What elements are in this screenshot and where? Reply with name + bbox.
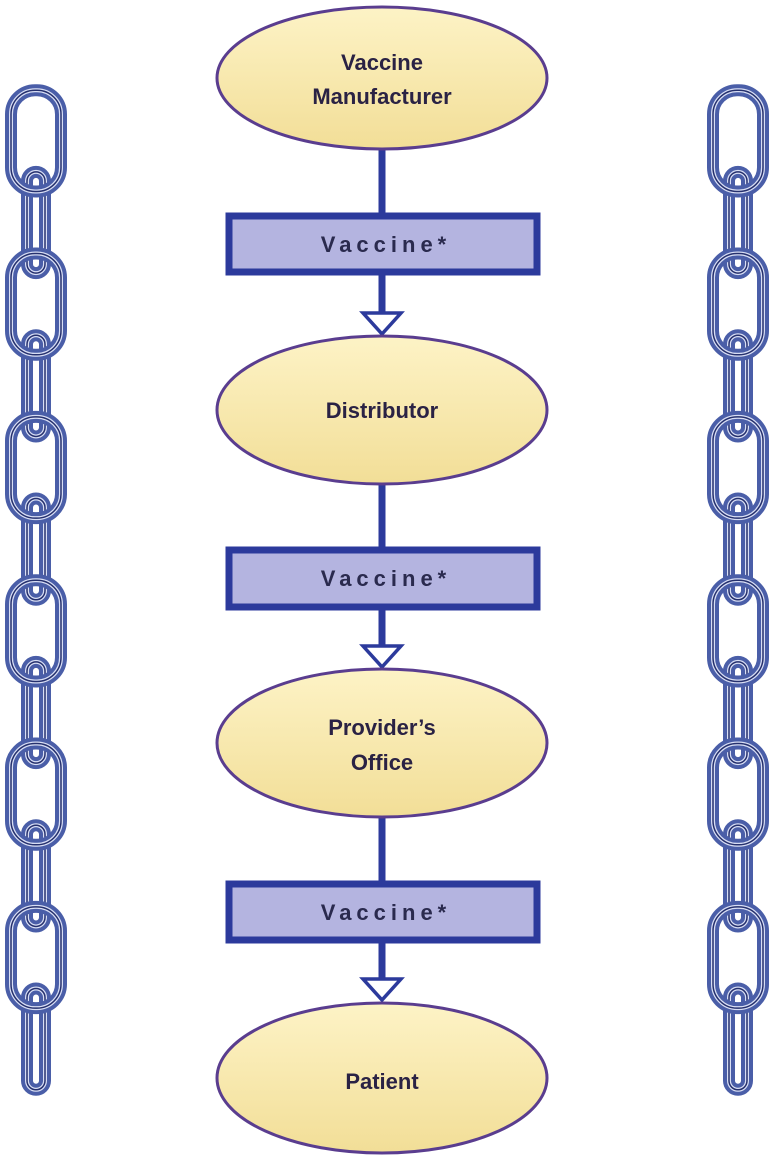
chain-link [723,982,753,1096]
transfer-label: Vaccine* [321,566,452,591]
chain-link [707,900,769,1015]
chain-link [707,247,769,361]
transfer-box-vaccine: Vaccine* [225,212,541,276]
transfer-box-vaccine: Vaccine* [225,546,541,611]
chain-link [5,84,67,198]
chain-link [5,410,67,525]
node-patient: Patient [215,1001,549,1155]
chain-link [723,329,753,443]
chain-link [5,247,67,361]
node-distributor: Distributor [215,334,549,486]
chain-left-icon [5,84,67,1096]
chain-link [723,655,753,770]
chain-link [5,737,67,851]
transfer-box-vaccine: Vaccine* [225,880,541,944]
arrow-down-icon [359,977,405,1003]
node-label: Office [351,750,413,775]
node-label: Vaccine [341,50,423,75]
node-providers-office: Provider’s Office [215,667,549,819]
chain-link [21,329,51,443]
node-vaccine-manufacturer: Vaccine Manufacturer [215,5,549,151]
node-label: Provider’s [328,715,436,740]
transfer-label: Vaccine* [321,900,452,925]
chain-link [5,900,67,1015]
chain-link [707,84,769,198]
chain-link [21,655,51,770]
chain-link [21,165,51,280]
chain-link [707,410,769,525]
node-label: Manufacturer [312,84,452,109]
node-label: Patient [345,1069,419,1094]
transfer-label: Vaccine* [321,232,452,257]
chain-link [707,574,769,688]
chain-link [723,819,753,933]
arrow-down-icon [359,311,405,337]
chain-link [723,165,753,280]
chain-link [5,574,67,688]
node-label: Distributor [326,398,439,423]
chain-link [723,492,753,606]
chain-link [707,737,769,851]
chain-link [21,982,51,1096]
chain-link [21,819,51,933]
arrow-down-icon [359,644,405,670]
chain-link [21,492,51,606]
chain-right-icon [707,84,769,1096]
